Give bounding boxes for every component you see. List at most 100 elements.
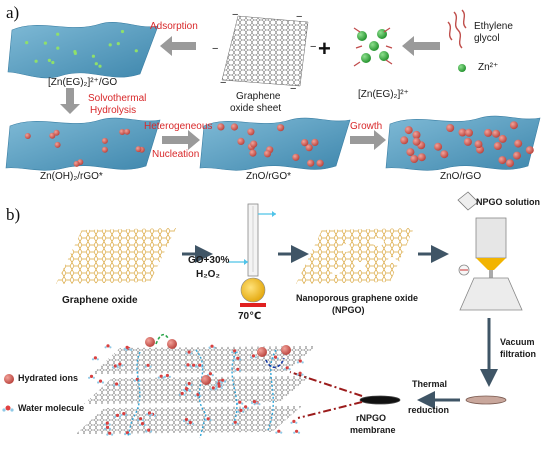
water-molecule-atom: [295, 429, 299, 433]
water-molecule-atom: [121, 364, 124, 367]
zno-rgo-label: ZnO/rGO: [440, 171, 482, 182]
hydrated-ions: [145, 337, 291, 385]
particle: [463, 137, 472, 146]
water-molecule-atom: [277, 429, 281, 433]
water-molecule-atom: [190, 383, 193, 386]
graphene-label: Graphene: [236, 91, 281, 102]
particle: [249, 149, 257, 157]
water-molecule-atom: [186, 422, 190, 425]
zno-seed-particles: [217, 123, 324, 167]
water-molecule-atom: [190, 365, 193, 368]
water-molecule-atom: [187, 388, 190, 392]
water-molecule-atom: [198, 363, 202, 367]
water-molecule-atom: [97, 381, 100, 384]
water-molecule-label: Water molecule: [18, 403, 85, 413]
water-molecule-atom: [211, 386, 215, 390]
water-molecule-atom: [242, 410, 245, 413]
water-molecule-atom: [128, 347, 131, 350]
water-molecule-atom: [285, 366, 289, 370]
particle: [277, 124, 285, 132]
water-molecule-atom: [236, 356, 240, 360]
water-molecule-atom: [217, 382, 221, 386]
temperature-label: 70℃: [238, 311, 262, 322]
water-molecule-atom: [297, 431, 301, 434]
water-molecule-atom: [98, 379, 103, 383]
water-molecule-atom: [236, 422, 239, 425]
water-molecule-atom: [162, 376, 165, 379]
water-molecule-atom: [178, 393, 181, 396]
particle: [43, 41, 48, 45]
filtered-membrane-disc: [465, 395, 507, 405]
particle: [53, 129, 60, 136]
ion-rejection-path-green: [155, 333, 169, 345]
water-molecule-atom: [104, 346, 107, 349]
water-molecule-atom: [250, 356, 253, 359]
water-molecule-atom: [103, 423, 106, 426]
particle: [237, 137, 245, 145]
water-molecule-atom: [125, 413, 128, 417]
particle: [230, 123, 238, 131]
water-molecule-atom: [276, 357, 279, 360]
particle: [458, 128, 467, 137]
solvothermal-arrow: [60, 88, 80, 114]
water-molecule-atom: [298, 359, 302, 363]
water-molecule-atom: [290, 421, 293, 424]
water-molecule-atom: [111, 366, 115, 369]
glycol-label: glycol: [474, 33, 500, 44]
particle: [56, 46, 60, 50]
svg-text:−: −: [232, 9, 238, 21]
oxide-sheet-label: oxide sheet: [230, 103, 282, 114]
water-molecule-atom: [143, 423, 146, 427]
particle: [410, 155, 419, 163]
particle: [412, 137, 421, 146]
water-molecule-atom: [186, 363, 190, 367]
water-molecule-atom: [219, 380, 222, 383]
water-molecule-atom: [165, 373, 169, 378]
water-molecule-atom: [109, 346, 112, 349]
nucleation-label: Nucleation: [152, 149, 200, 160]
hydrated-ion-legend-icon: [4, 374, 14, 384]
water-transport-paths: [127, 349, 277, 439]
particle: [498, 156, 507, 165]
water-molecule-atom: [139, 417, 143, 421]
water-molecule-atom: [101, 381, 104, 384]
water-molecule-atom: [108, 427, 111, 430]
ion-rejection-path-blue: [265, 357, 285, 369]
particle: [465, 128, 473, 137]
particle: [506, 159, 514, 168]
particle: [498, 134, 507, 143]
water-molecule-atom: [220, 384, 223, 387]
water-molecule-atom: [145, 430, 148, 433]
particle: [34, 59, 38, 63]
water-molecule-atom: [111, 433, 114, 436]
water-molecule-atom: [125, 345, 129, 349]
go-reagent-line2: H₂O₂: [196, 269, 220, 280]
particle: [509, 121, 518, 130]
water-molecule-atom: [231, 422, 234, 425]
particle: [247, 128, 255, 136]
heterogeneous-label: Heterogeneous: [144, 121, 213, 132]
water-molecule-atom: [208, 346, 211, 349]
water-molecule-atom: [188, 420, 192, 425]
water-molecule-atom: [144, 365, 147, 368]
water-molecule-atom: [180, 391, 184, 396]
water-molecule-atom: [231, 351, 234, 354]
growth-arrow: [350, 130, 386, 150]
water-molecule-atom: [220, 386, 223, 389]
water-molecule-atom: [115, 382, 119, 386]
particle: [417, 153, 426, 162]
water-molecule-atom: [221, 381, 224, 384]
particle: [120, 29, 125, 34]
plus-sign: +: [318, 36, 331, 61]
particle: [440, 150, 449, 159]
zoom-lines: [289, 371, 363, 419]
water-molecule-atom: [92, 376, 95, 379]
water-molecule-atom: [133, 379, 136, 382]
zn-ion-label: Zn²⁺: [478, 62, 499, 73]
water-molecule-atom: [253, 403, 256, 406]
water-molecule-atom: [149, 365, 152, 368]
water-molecule-atom: [192, 363, 196, 367]
particle: [446, 124, 455, 132]
thermal-label: Thermal: [412, 379, 448, 389]
